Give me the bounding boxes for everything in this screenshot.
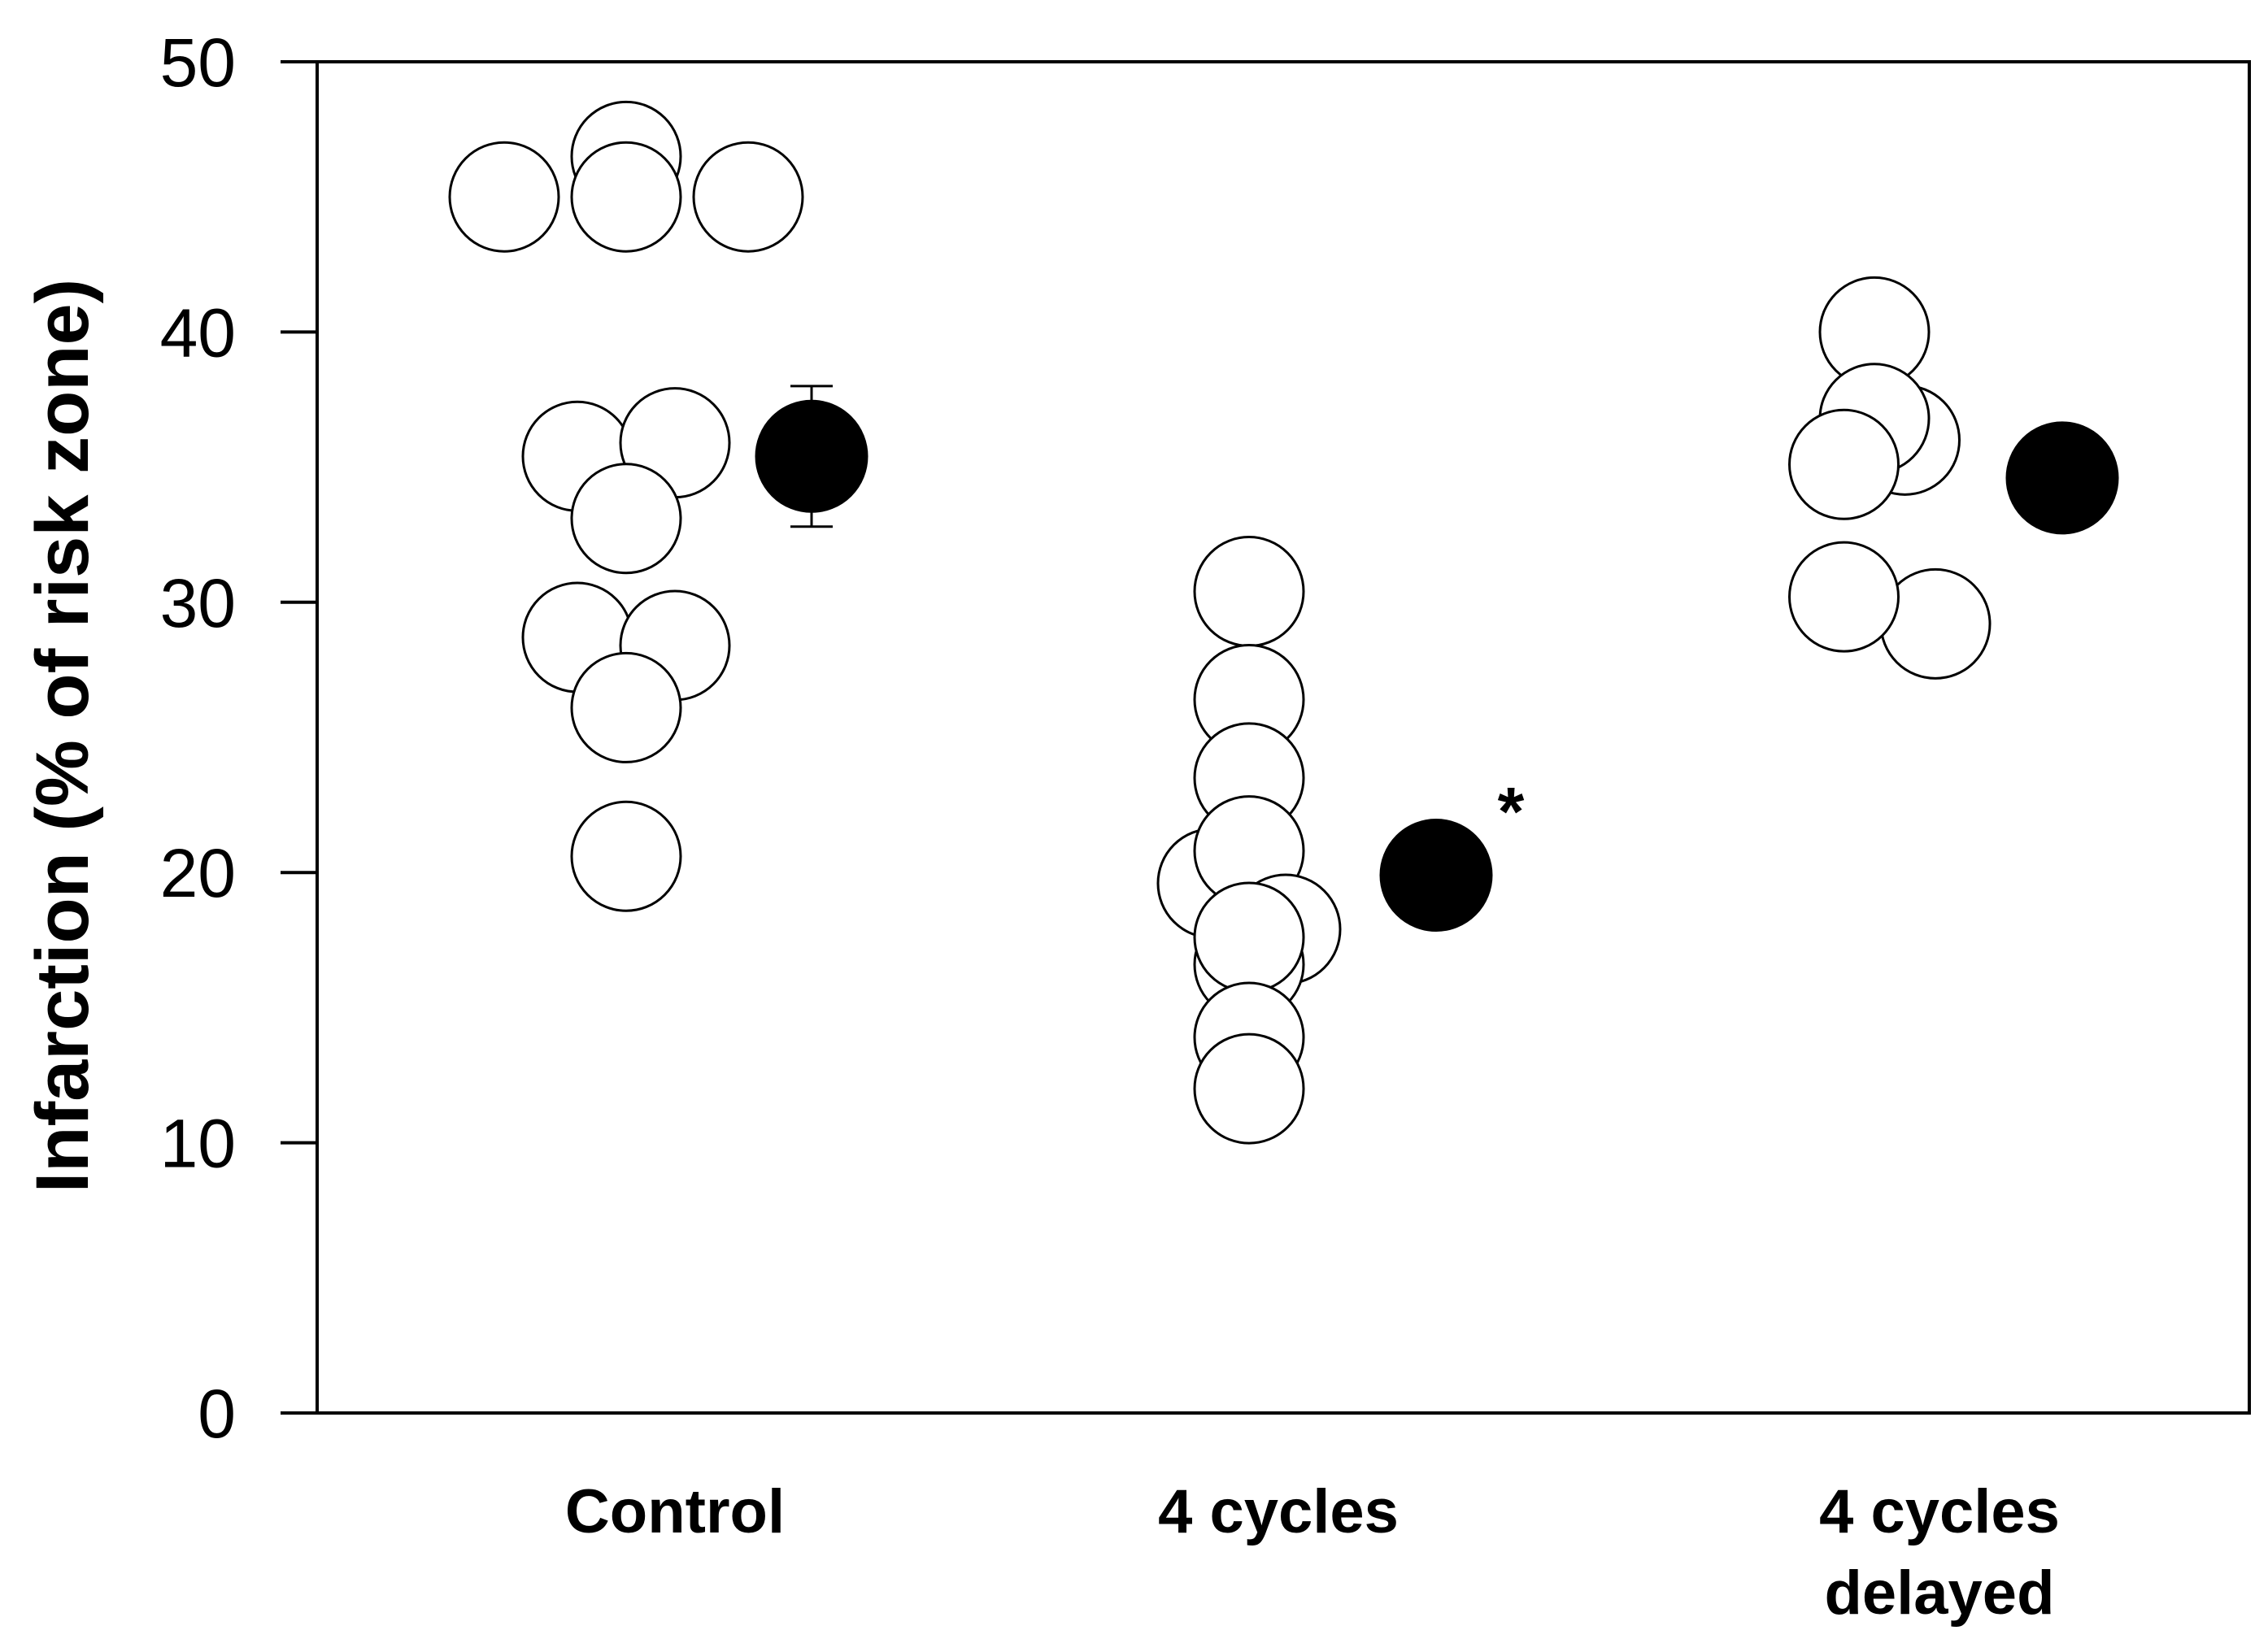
individual-point — [1788, 541, 1900, 653]
mean-point — [755, 399, 868, 513]
x-category-label: 4 cycles — [1819, 1477, 2060, 1546]
x-axis: Control 4 cycles 4 cycles delayed — [565, 1477, 2060, 1628]
y-tick-label: 20 — [160, 835, 236, 911]
y-tick-label: 0 — [198, 1376, 236, 1452]
y-tick-label: 50 — [160, 24, 236, 101]
y-axis: 0 10 20 30 40 50 — [160, 24, 317, 1452]
mean-point — [1379, 819, 1493, 933]
individual-point — [1193, 881, 1305, 993]
plot-area-frame — [316, 60, 2251, 1415]
significance-marker: * — [1498, 773, 1525, 850]
individual-point — [570, 463, 682, 575]
individual-point — [1788, 408, 1900, 520]
y-tick-label: 30 — [160, 565, 236, 641]
x-category-label: delayed — [1824, 1559, 2054, 1628]
individual-point — [1193, 536, 1305, 648]
individual-point — [448, 141, 560, 253]
y-axis-title: Infarction (% of risk zone) — [21, 279, 104, 1193]
individual-point — [570, 651, 682, 763]
y-tick-label: 10 — [160, 1106, 236, 1182]
mean-point — [2005, 421, 2119, 535]
individual-point — [570, 141, 682, 253]
individual-point — [1193, 1033, 1305, 1145]
y-tick-label: 40 — [160, 294, 236, 371]
individual-point — [570, 800, 682, 912]
x-category-label: 4 cycles — [1158, 1477, 1399, 1546]
x-category-label: Control — [565, 1477, 785, 1546]
individual-point — [692, 141, 804, 253]
marks: * — [448, 100, 2119, 1145]
